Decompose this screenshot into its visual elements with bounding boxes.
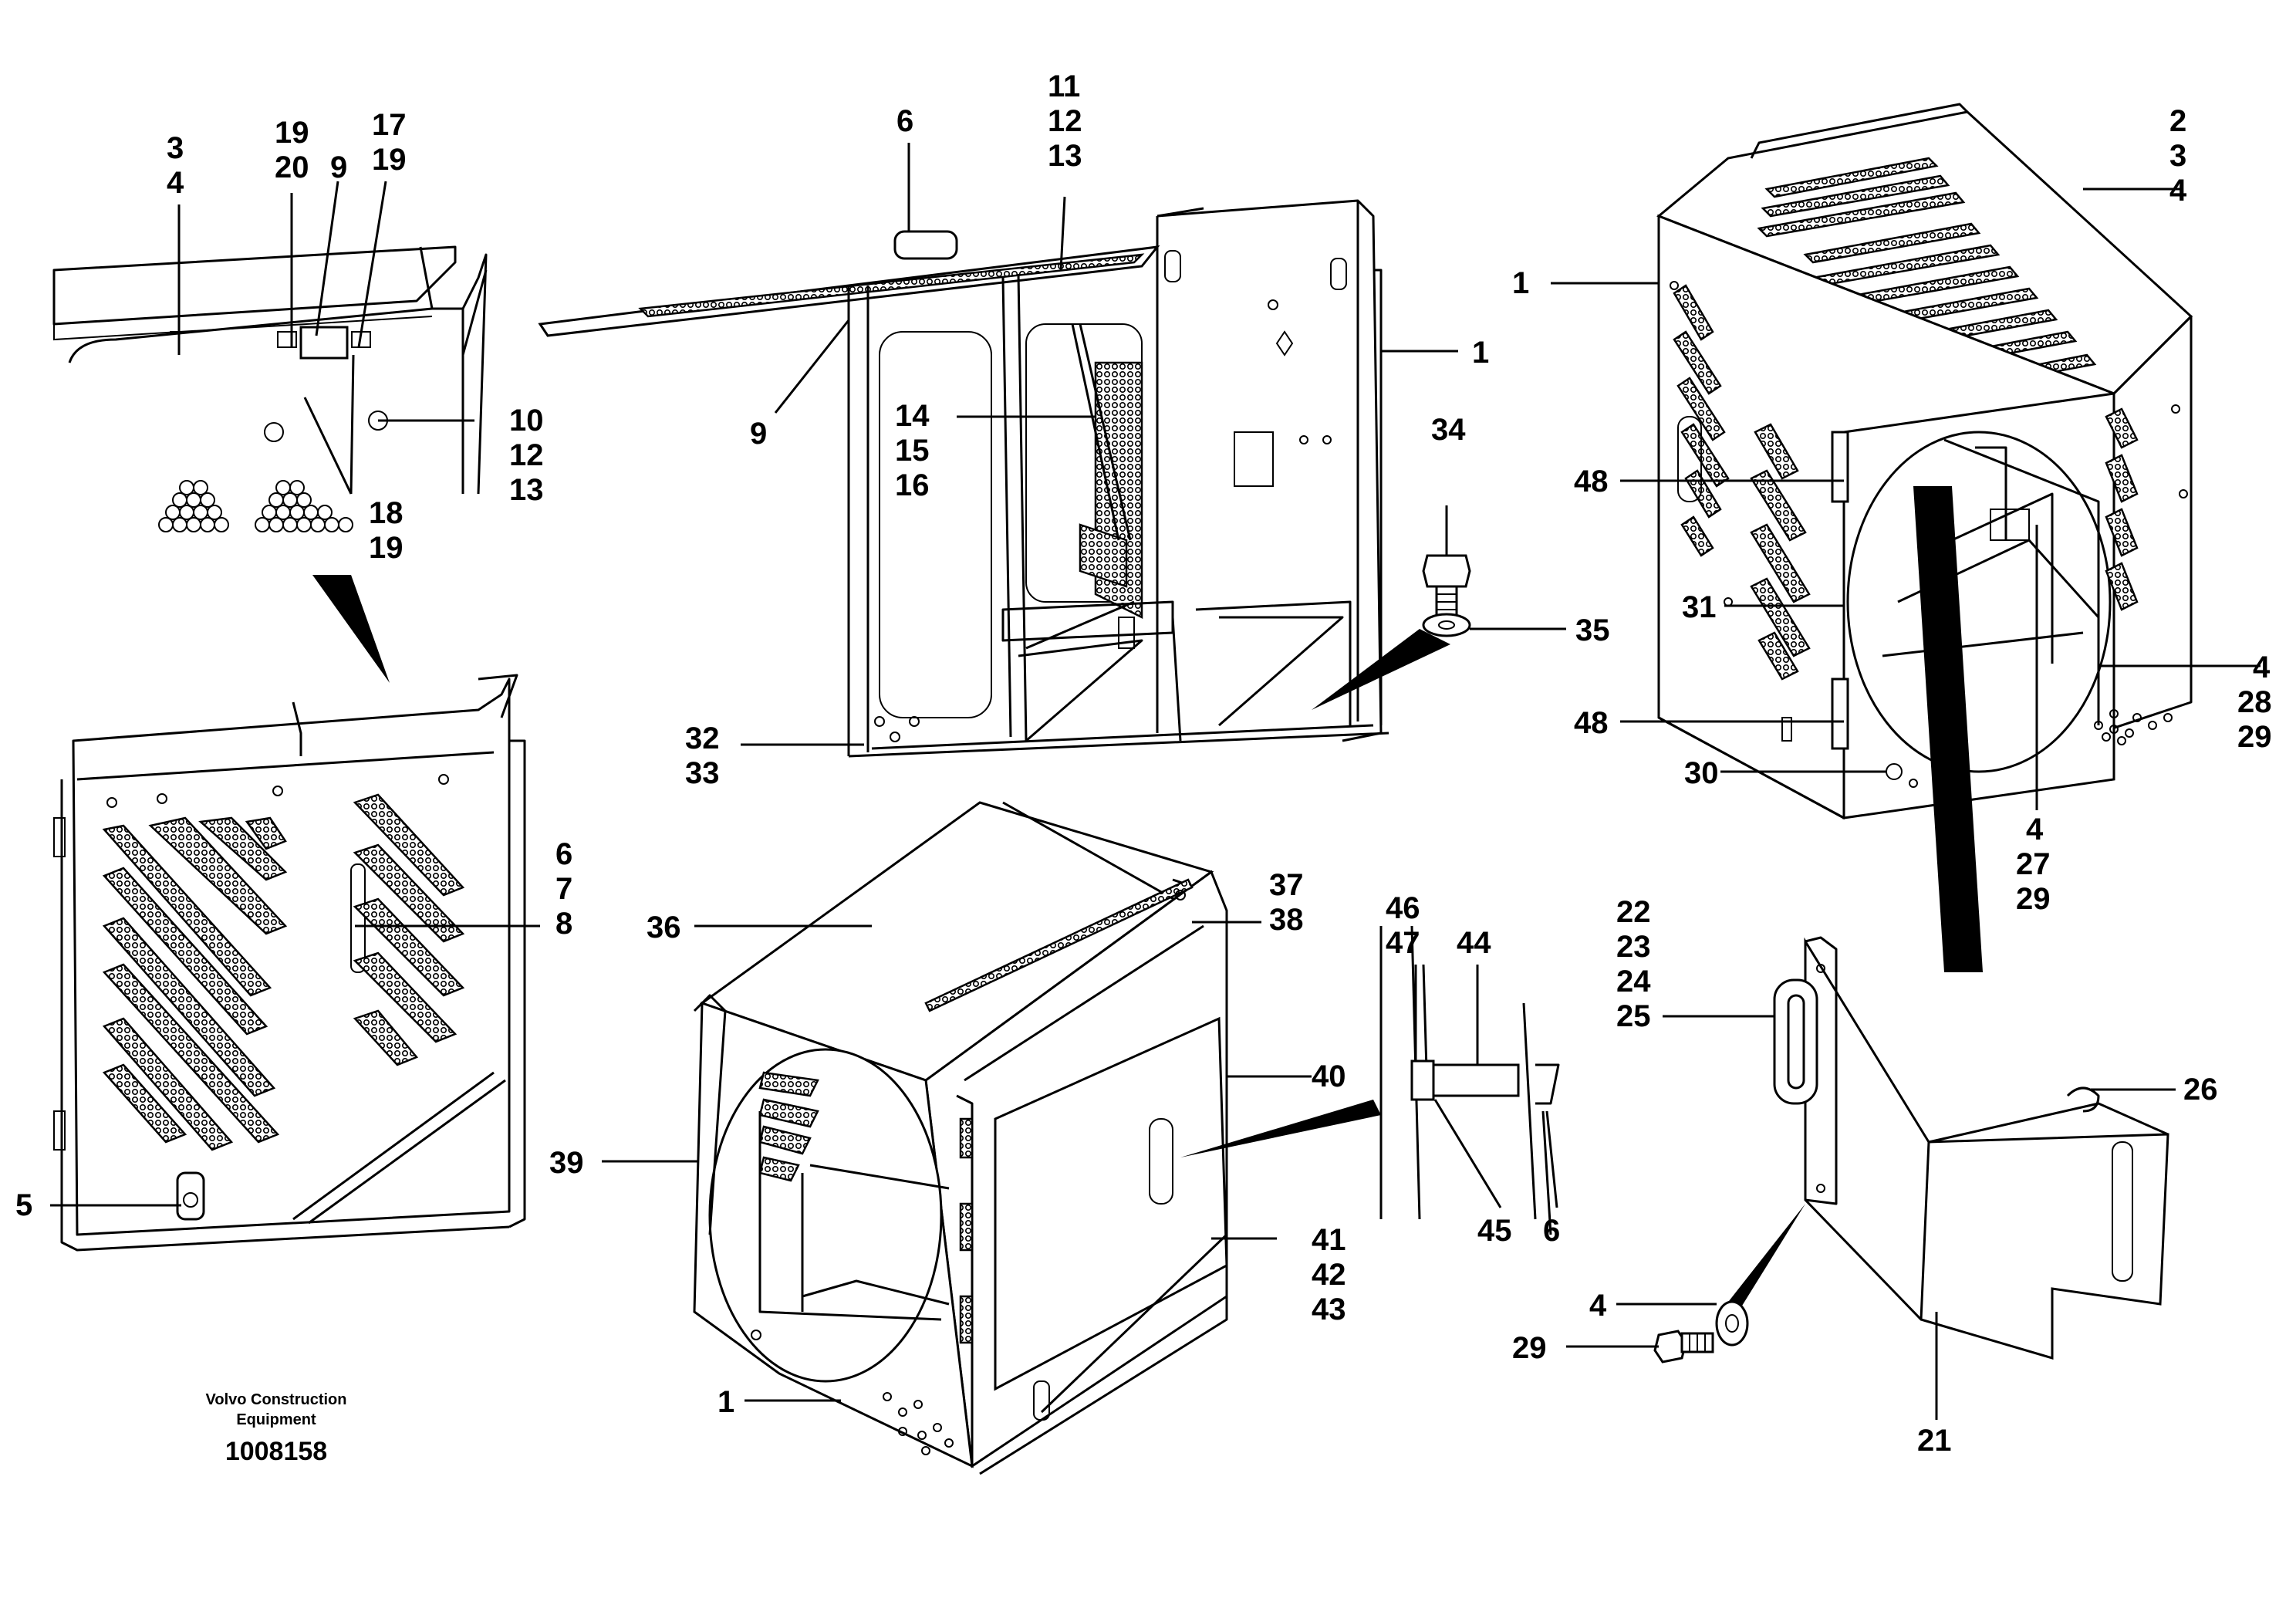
label-42: 42 xyxy=(1312,1258,1346,1292)
label-15: 15 xyxy=(895,434,930,468)
bolt-and-washer xyxy=(1422,554,1471,637)
label-20: 20 xyxy=(275,150,309,184)
label-19: 19 xyxy=(275,116,309,150)
label-2: 2 xyxy=(2169,104,2186,138)
company-name-line1: Volvo Construction xyxy=(206,1391,347,1408)
label-22: 22 xyxy=(1616,895,1651,929)
top-left-detail-drawing xyxy=(52,245,488,683)
label-17: 17 xyxy=(372,108,407,142)
cooler-housing-drawing xyxy=(693,801,1228,1475)
label-4d: 4 xyxy=(2026,813,2044,846)
label-29c: 29 xyxy=(1512,1331,1547,1365)
radiator-housing-drawing xyxy=(1656,103,2193,972)
label-46: 46 xyxy=(1386,891,1420,925)
label-47: 47 xyxy=(1386,926,1420,960)
label-4c: 4 xyxy=(2253,650,2271,684)
label-23: 23 xyxy=(1616,930,1651,964)
detail-leader-lines xyxy=(1414,965,1558,1208)
drawing-number: 1008158 xyxy=(225,1437,327,1466)
bottom-right-leader-lines xyxy=(1566,1015,2176,1420)
bottom-center-leader-lines xyxy=(602,921,1312,1402)
label-12b: 12 xyxy=(1048,104,1082,138)
label-6: 6 xyxy=(555,837,572,871)
right-leader-lines xyxy=(1551,188,2261,810)
bolt-and-washer-small xyxy=(1653,1300,1749,1363)
label-9b: 9 xyxy=(750,417,767,451)
label-30: 30 xyxy=(1684,756,1719,790)
label-32: 32 xyxy=(685,721,720,755)
label-14: 14 xyxy=(895,399,930,433)
label-7: 7 xyxy=(555,872,572,906)
label-10: 10 xyxy=(509,404,544,438)
label-36: 36 xyxy=(647,911,681,944)
label-29: 29 xyxy=(2237,720,2272,754)
label-21: 21 xyxy=(1917,1424,1952,1458)
label-26: 26 xyxy=(2183,1073,2218,1107)
label-31: 31 xyxy=(1682,590,1717,624)
side-panel-drawing xyxy=(53,674,526,1252)
label-48: 48 xyxy=(1574,465,1609,498)
label-39: 39 xyxy=(549,1146,584,1180)
label-12: 12 xyxy=(509,438,544,472)
label-29b: 29 xyxy=(2016,882,2051,916)
label-18: 18 xyxy=(369,496,403,530)
label-45: 45 xyxy=(1477,1214,1512,1248)
label-6c: 6 xyxy=(1543,1214,1560,1248)
label-13: 13 xyxy=(509,473,544,507)
label-27: 27 xyxy=(2016,847,2051,881)
label-16: 16 xyxy=(895,468,930,502)
label-11: 11 xyxy=(1048,69,1080,103)
label-25: 25 xyxy=(1616,999,1651,1033)
label-37: 37 xyxy=(1269,868,1304,902)
label-19b: 19 xyxy=(372,143,407,177)
label-1: 1 xyxy=(1472,336,1489,370)
label-6b: 6 xyxy=(896,104,913,138)
label-38: 38 xyxy=(1269,903,1304,937)
label-4: 4 xyxy=(167,166,184,200)
label-13b: 13 xyxy=(1048,139,1082,173)
label-19c: 19 xyxy=(369,531,403,565)
access-cover-drawing xyxy=(1720,936,2169,1360)
side-panel-leader-lines xyxy=(50,924,540,1207)
label-28: 28 xyxy=(2237,685,2272,719)
label-33: 33 xyxy=(685,756,720,790)
arrow-to-detail xyxy=(1180,1100,1381,1157)
label-4b: 4 xyxy=(2169,174,2187,208)
label-40: 40 xyxy=(1312,1059,1346,1093)
label-1c: 1 xyxy=(718,1385,734,1419)
spacer-detail-drawing xyxy=(1379,925,1560,1235)
label-41: 41 xyxy=(1312,1223,1346,1257)
label-43: 43 xyxy=(1312,1293,1346,1326)
label-3: 3 xyxy=(167,131,184,165)
label-5: 5 xyxy=(15,1188,32,1222)
top-left-leader-lines xyxy=(177,181,474,495)
label-35: 35 xyxy=(1575,613,1610,647)
label-9: 9 xyxy=(330,150,347,184)
label-34: 34 xyxy=(1431,413,1466,447)
label-48b: 48 xyxy=(1574,706,1609,740)
label-1b: 1 xyxy=(1512,266,1529,300)
label-4e: 4 xyxy=(1589,1289,1607,1323)
label-8: 8 xyxy=(555,907,572,941)
label-24: 24 xyxy=(1616,965,1651,999)
center-leader-lines xyxy=(741,143,1566,746)
label-3b: 3 xyxy=(2169,139,2186,173)
hood-assembly-open-drawing xyxy=(538,199,1450,758)
company-name-line2: Equipment xyxy=(236,1411,316,1428)
label-44: 44 xyxy=(1457,926,1491,960)
